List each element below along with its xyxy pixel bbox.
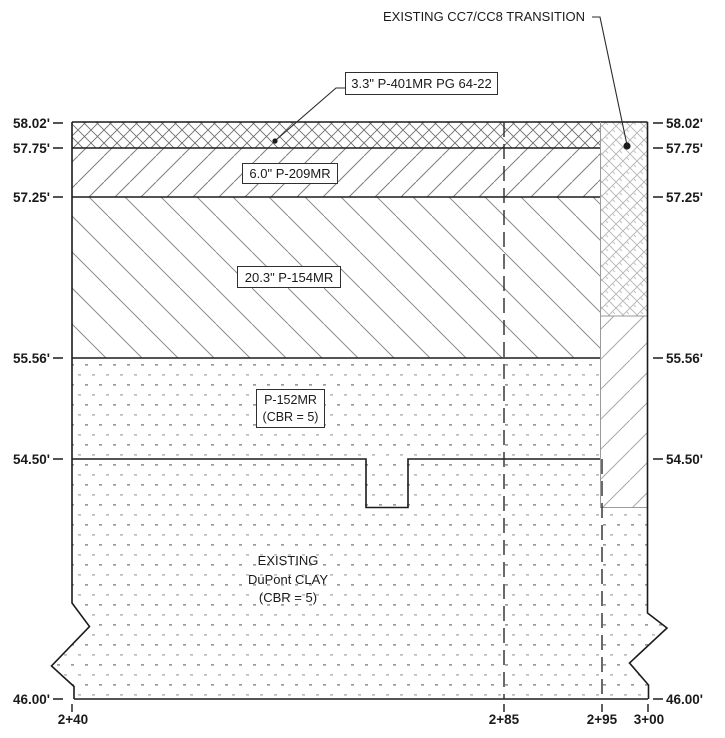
clay-label: EXISTING DuPont CLAY (CBR = 5): [208, 552, 368, 608]
leader-p401-dot: [272, 138, 278, 144]
callout-p154-label: 20.3" P-154MR: [244, 269, 334, 285]
left-border-breakline: [50, 122, 91, 699]
leader-transition: [592, 16, 628, 146]
right-border-breakline: [628, 122, 669, 699]
station-label-3-00: 3+00: [633, 712, 665, 727]
station-tick-marks: [71, 704, 649, 712]
section-borders: [50, 122, 669, 699]
leader-transition-dot: [623, 142, 631, 150]
elevation-left-58-02: 58.02': [13, 116, 50, 131]
elevation-ticks-right: [653, 122, 663, 700]
station-dashed-lines: [503, 122, 603, 699]
elevation-left-57-75: 57.75': [13, 141, 50, 156]
callout-p401-label: 3.3" P-401MR PG 64-22: [351, 76, 492, 91]
clay-label-line3: (CBR = 5): [258, 590, 318, 605]
callout-p152-line1: P-152MR: [264, 392, 317, 407]
callout-p152-line2: (CBR = 5): [262, 409, 319, 424]
layer-boundaries: [72, 121, 648, 700]
column-diagonal-hatch: [600, 316, 648, 507]
leader-p401: [275, 87, 345, 141]
callout-box-p154: 20.3" P-154MR: [237, 266, 341, 288]
station-label-2-95: 2+95: [586, 712, 618, 727]
elevation-left-57-25: 57.25': [13, 190, 50, 205]
station-label-2-40: 2+40: [57, 712, 89, 727]
column-boundaries: [600, 122, 648, 508]
layer-fills: [51, 122, 667, 699]
elevation-ticks: [53, 122, 663, 700]
layer-soil-dots: [51, 358, 667, 699]
callout-transition-label: EXISTING CC7/CC8 TRANSITION: [383, 9, 586, 24]
elevation-ticks-left: [53, 122, 63, 700]
elevation-left-55-56: 55.56': [13, 351, 50, 366]
station-label-2-85: 2+85: [488, 712, 520, 727]
layer-p401-hatch: [72, 122, 600, 148]
elevation-left-54-50: 54.50': [13, 452, 50, 467]
elevation-left-46-00: 46.00': [13, 692, 50, 707]
clay-label-line2: DuPont CLAY: [248, 571, 328, 587]
column-crosshatch: [600, 122, 648, 316]
elevation-right-58-02: 58.02': [666, 116, 703, 131]
elevation-right-57-75: 57.75': [666, 141, 703, 156]
leader-lines: [272, 16, 631, 150]
station-ticks: [71, 704, 649, 712]
elevation-right-54-50: 54.50': [666, 452, 703, 467]
callout-box-p209: 6.0" P-209MR: [242, 163, 338, 184]
callout-box-p152: P-152MR (CBR = 5): [256, 389, 325, 428]
elevation-right-46-00: 46.00': [666, 692, 703, 707]
line-54-50-with-notch: [72, 458, 600, 509]
callout-box-p401: 3.3" P-401MR PG 64-22: [345, 72, 498, 95]
clay-label-line1: EXISTING: [257, 553, 319, 568]
callout-p209-label: 6.0" P-209MR: [249, 166, 331, 181]
elevation-right-55-56: 55.56': [666, 351, 703, 366]
elevation-right-57-25: 57.25': [666, 190, 703, 205]
